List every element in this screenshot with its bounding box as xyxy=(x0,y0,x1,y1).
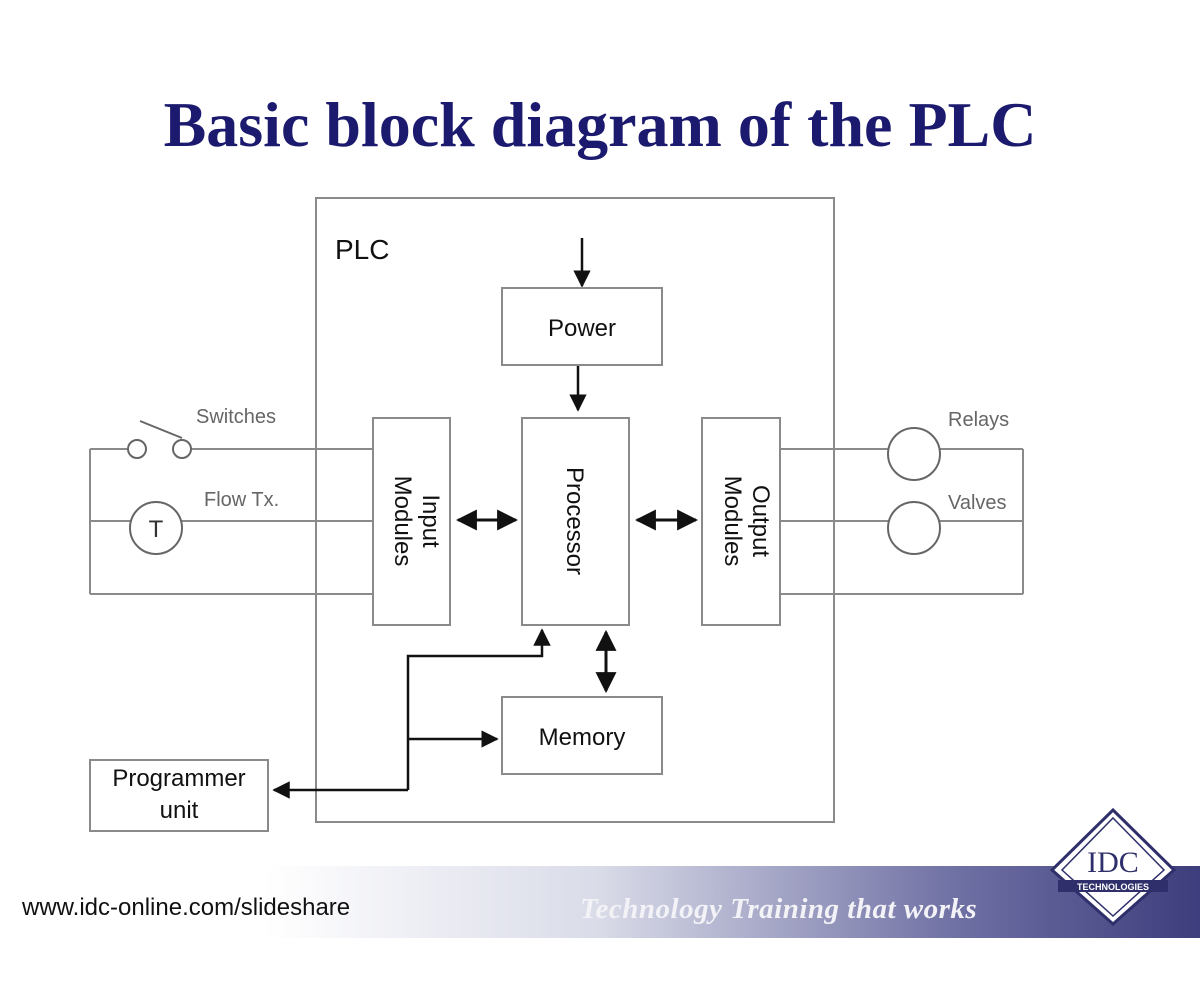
input-modules-label-line2: Modules xyxy=(389,476,416,567)
relays-label: Relays xyxy=(948,409,1009,431)
memory-label: Memory xyxy=(539,724,626,751)
logo-text: IDC xyxy=(1087,846,1139,879)
output-modules-label-line1: Output xyxy=(747,485,774,557)
valves-label: Valves xyxy=(948,492,1007,514)
power-label: Power xyxy=(548,315,616,342)
plc-enclosure xyxy=(315,197,835,823)
plc-label: PLC xyxy=(335,234,389,265)
switch-symbol xyxy=(127,420,192,459)
flow-label: Flow Tx. xyxy=(204,489,279,511)
flow-transmitter-symbol: T xyxy=(129,501,183,555)
idc-logo: IDC TECHNOLOGIES xyxy=(1050,808,1176,926)
programmer-unit-label-line1: Programmer xyxy=(112,765,245,792)
switches-label: Switches xyxy=(196,406,276,428)
footer-tagline: Technology Training that works xyxy=(580,893,978,925)
programmer-unit-label-line2: unit xyxy=(160,797,199,824)
memory-block xyxy=(501,696,663,775)
input-modules-label-line1: Input xyxy=(417,494,444,548)
flow-transmitter-symbol-text: T xyxy=(149,516,164,543)
power-block xyxy=(501,287,663,366)
relay-coil-symbol xyxy=(887,427,941,481)
logo-subtext: TECHNOLOGIES xyxy=(1077,882,1149,892)
programmer-to-processor-line xyxy=(406,628,551,790)
footer-band xyxy=(0,866,1200,938)
page-title: Basic block diagram of the PLC xyxy=(163,89,1037,160)
valve-symbol xyxy=(887,501,941,555)
programmer-unit-block xyxy=(89,759,269,832)
footer-url: www.idc-online.com/slideshare xyxy=(22,894,351,921)
output-modules-label-line2: Modules xyxy=(719,476,746,567)
processor-label: Processor xyxy=(561,467,588,575)
processor-block xyxy=(521,417,630,626)
